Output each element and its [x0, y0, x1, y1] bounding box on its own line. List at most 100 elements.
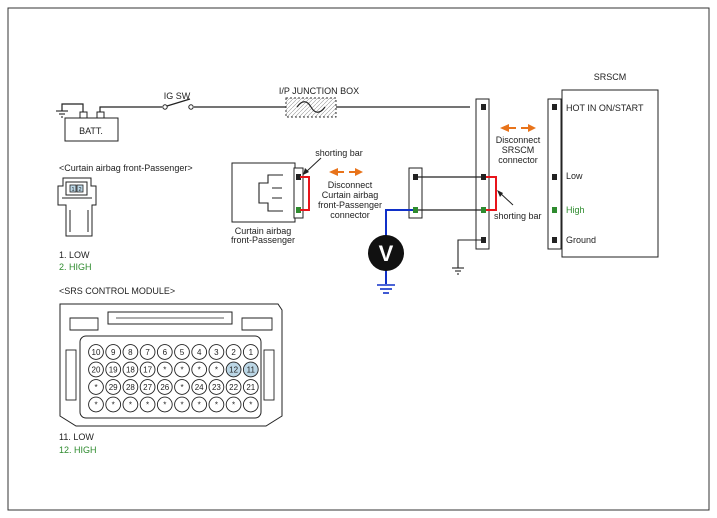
- srs-pin-label: *: [129, 401, 132, 410]
- srs-pin-label: 20: [92, 366, 101, 375]
- srs-pin-label: 26: [160, 383, 169, 392]
- srs-pin-label: 10: [92, 348, 101, 357]
- srs-pin-label: 29: [109, 383, 118, 392]
- srs-pin-label: *: [180, 401, 183, 410]
- srs-pin-label: 18: [126, 366, 135, 375]
- ig-sw-label: IG SW: [164, 91, 191, 101]
- ground-terminal-label: Ground: [566, 235, 596, 245]
- feed-wire: [61, 103, 470, 112]
- srs-pin-label: *: [94, 401, 97, 410]
- disconnect-curtain-arrow-icon: [329, 168, 363, 176]
- srs-pin-circle: [156, 379, 173, 395]
- srs-pin-label: *: [163, 401, 166, 410]
- srs-pin-circle: [105, 379, 122, 395]
- passenger-connector-drawing: 1 2: [57, 177, 97, 237]
- srs-pin-circle: [242, 396, 259, 413]
- meter-ground-icon: [377, 284, 395, 294]
- srs-pin-circle: [105, 361, 122, 378]
- srs-pin-circle: [105, 396, 122, 413]
- srs-pin-label: *: [215, 366, 218, 375]
- meter-positive-lead: [385, 209, 413, 236]
- srs-pin-circle: [122, 344, 139, 360]
- battery-ground-icon: [56, 110, 68, 118]
- srs-pin-circle: [139, 344, 156, 360]
- srscm-harness-connector: [475, 98, 490, 250]
- passenger-pin-2: 2: [78, 187, 81, 193]
- srs-module-title: <SRS CONTROL MODULE>: [59, 286, 175, 296]
- srs-pin-circle: [174, 396, 190, 413]
- srs-pin-circle: [122, 379, 139, 395]
- srs-pin-label: 12: [229, 366, 238, 375]
- srs-pin-label: *: [198, 401, 201, 410]
- srs-pin-label: 5: [180, 348, 185, 357]
- srs-pin-label: 11: [247, 366, 256, 375]
- srs-pin-label: 21: [246, 383, 255, 392]
- high-terminal-label: High: [566, 205, 585, 215]
- disconnect-srscm-arrow-icon: [500, 124, 536, 132]
- srs-pin-circle: [156, 361, 173, 378]
- voltmeter-symbol: V: [379, 241, 394, 266]
- srs-pin-label: 24: [195, 383, 204, 392]
- srs-pin-circle: [105, 344, 122, 360]
- srs-pin-label: 9: [111, 348, 116, 357]
- srs-pin-label: 23: [212, 383, 221, 392]
- srs-pin-label: 22: [229, 383, 238, 392]
- shorting-bar-left: [300, 176, 310, 211]
- srscm-module: SRSCM HOT IN ON/START Low High Ground: [547, 72, 659, 258]
- srs-pin-label: 17: [143, 366, 152, 375]
- fuse-icon: [296, 101, 326, 113]
- srs-pin-circle: [139, 361, 156, 378]
- hot-in-on-start-label: HOT IN ON/START: [566, 103, 644, 113]
- chassis-ground-icon: [452, 239, 482, 275]
- srs-pin-circle: [225, 379, 242, 395]
- battery: BATT.: [64, 111, 119, 142]
- srs-pin-label: *: [232, 401, 235, 410]
- srs-pin-label: 2: [231, 348, 236, 357]
- srs-pin-label: 28: [126, 383, 135, 392]
- srs-pin-circle: [242, 361, 259, 378]
- ip-junction-box-label: I/P JUNCTION BOX: [279, 86, 359, 96]
- diagram-frame: [7, 7, 710, 511]
- srs-pin-label: *: [198, 366, 201, 375]
- srs-pin-label: *: [163, 366, 166, 375]
- srs-pin-label: 27: [143, 383, 152, 392]
- srs-pin-circle: [191, 361, 208, 378]
- srs-pin-circle: [191, 396, 208, 413]
- srs-pin-circle: [191, 344, 208, 360]
- low-terminal-label: Low: [566, 171, 583, 181]
- disconnect-srscm-line-2: SRSCM: [502, 145, 535, 155]
- srs-pin-circle: [208, 344, 225, 360]
- srs-pin-circle: [174, 344, 190, 360]
- srs-pin-circle: [88, 344, 104, 360]
- srs-legend-high: 12. HIGH: [59, 445, 97, 455]
- srscm-title: SRSCM: [594, 72, 627, 82]
- passenger-pin-1: 1: [71, 187, 74, 193]
- curtain-airbag-caption-1: Curtain airbag: [235, 226, 292, 236]
- srs-pin-circle: [225, 344, 242, 360]
- srs-pin-circle: [225, 361, 242, 378]
- srs-legend-low: 11. LOW: [59, 432, 94, 442]
- srs-pin-label: 7: [145, 348, 150, 357]
- srs-pin-circle: [122, 396, 139, 413]
- passenger-connector-title: <Curtain airbag front-Passenger>: [59, 163, 193, 173]
- srs-pin-circle: [88, 361, 104, 378]
- srs-pin-label: *: [146, 401, 149, 410]
- srs-pin-circle: [156, 396, 173, 413]
- srs-pin-label: 1: [249, 348, 254, 357]
- curtain-airbag-caption-2: front-Passenger: [231, 235, 295, 245]
- passenger-harness-connector: [408, 167, 423, 219]
- srs-pin-circle: [139, 396, 156, 413]
- disconnect-srscm-line-3: connector: [498, 155, 538, 165]
- shorting-bar-right-label: shorting bar: [494, 211, 542, 221]
- srs-pin-label: *: [249, 401, 252, 410]
- srs-pin-circle: [208, 361, 225, 378]
- srs-pin-circle: [191, 379, 208, 395]
- srs-pin-label: 3: [214, 348, 219, 357]
- shorting-bar-left-pointer: [305, 157, 322, 173]
- srs-pin-label: 19: [109, 366, 118, 375]
- battery-label: BATT.: [79, 126, 103, 136]
- srs-pin-label: 4: [197, 348, 202, 357]
